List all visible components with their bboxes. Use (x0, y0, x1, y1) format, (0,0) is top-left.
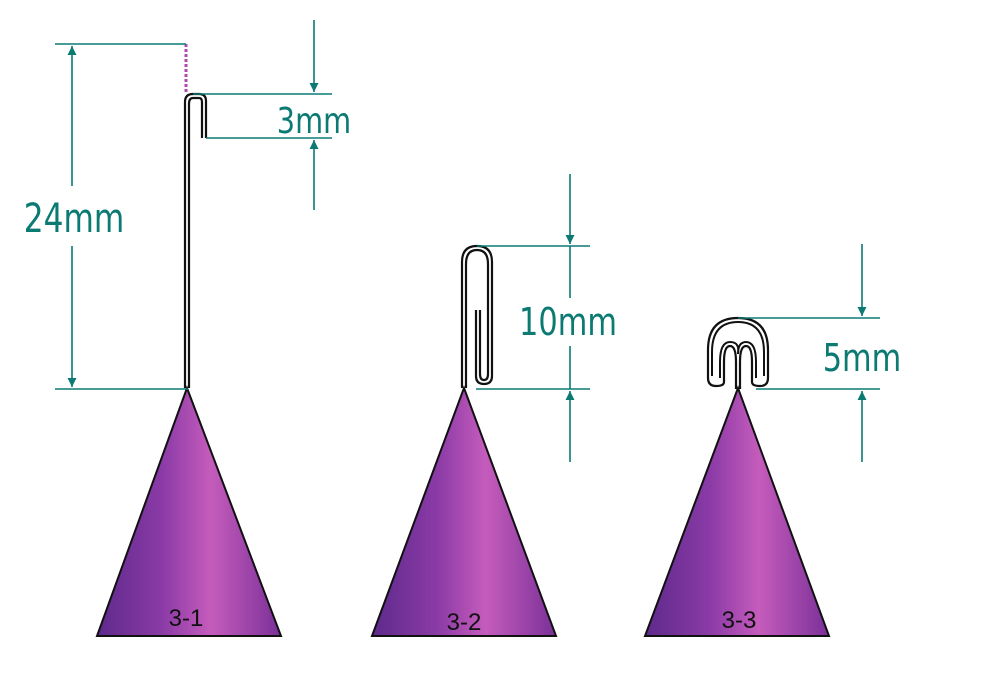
panel-3-3: 3-3 5mm (643, 244, 902, 637)
cone-3-3 (643, 385, 831, 637)
cone-3-2 (370, 385, 558, 637)
dimension-label-5mm: 5mm (823, 337, 902, 381)
dimension-label-10mm: 10mm (519, 301, 617, 345)
dimension-label-24mm: 24mm (24, 196, 124, 242)
seam-fold-3-2 (460, 244, 494, 388)
panel-3-1: 3-1 24mm 3mm (24, 20, 351, 637)
panel-3-2: 3-2 10mm (370, 174, 617, 637)
seam-double-u-inner-3-3 (711, 320, 765, 378)
seam-leg-3-1 (183, 92, 208, 388)
cone-3-1 (95, 385, 283, 637)
panel-label-3-3: 3-3 (722, 607, 757, 634)
panel-label-3-2: 3-2 (447, 609, 482, 636)
panel-label-3-1: 3-1 (169, 605, 204, 632)
dimension-label-3mm: 3mm (277, 100, 351, 142)
